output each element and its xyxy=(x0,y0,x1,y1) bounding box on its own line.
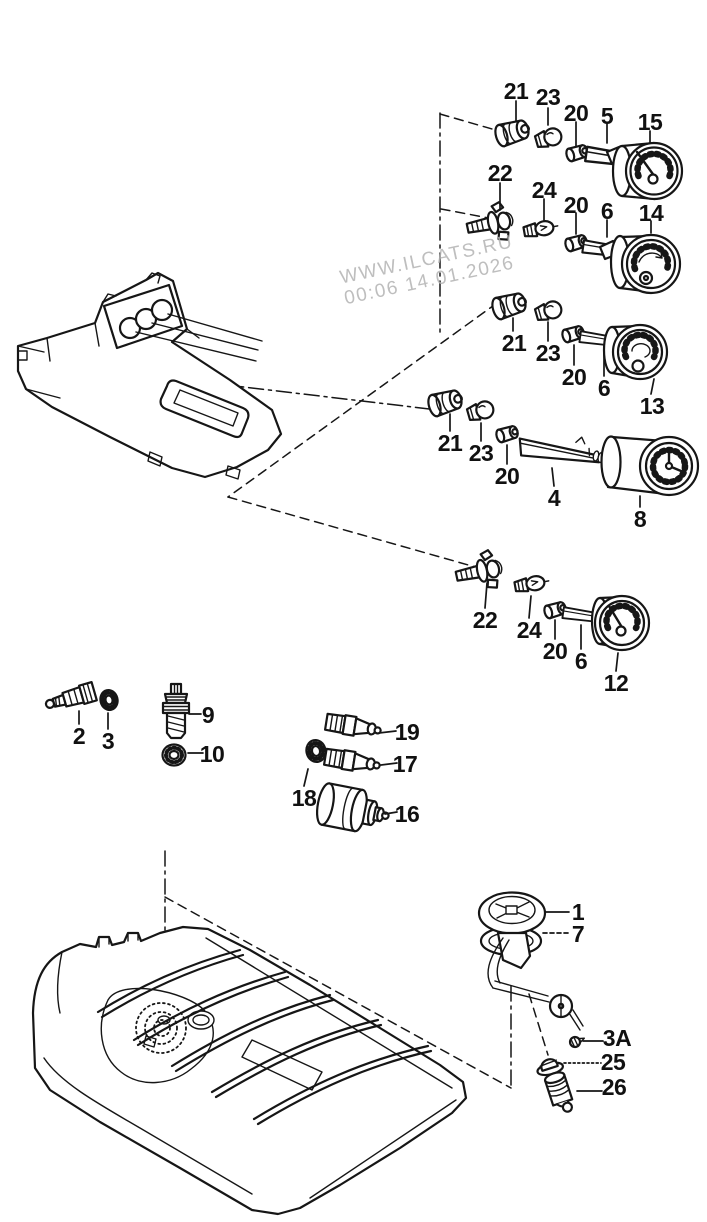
callout-12: 12 xyxy=(603,670,629,696)
callout-23: 23 xyxy=(535,340,561,366)
callout-18: 18 xyxy=(291,785,317,811)
callout-21: 21 xyxy=(501,330,527,356)
gauge-12 xyxy=(590,594,651,652)
switch-17 xyxy=(322,746,383,776)
callout-16: 16 xyxy=(394,801,420,827)
gauge-row-1 xyxy=(492,116,684,201)
filter-26 xyxy=(543,1071,574,1113)
seal-10 xyxy=(161,743,187,767)
callout-3A: 3A xyxy=(602,1025,632,1051)
callout-20: 20 xyxy=(563,100,589,126)
gauge-row-3 xyxy=(489,289,669,381)
callout-23: 23 xyxy=(535,84,561,110)
callout-22: 22 xyxy=(487,160,513,186)
callout-7: 7 xyxy=(571,921,585,947)
callout-1: 1 xyxy=(571,899,585,925)
callout-19: 19 xyxy=(394,719,420,745)
callout-20: 20 xyxy=(542,638,568,664)
screw-3a xyxy=(568,1035,585,1049)
callout-17: 17 xyxy=(392,751,418,777)
callout-20: 20 xyxy=(561,364,587,390)
callout-14: 14 xyxy=(638,200,664,226)
sender-9 xyxy=(161,682,191,740)
fuel-gauge-sender xyxy=(477,891,585,1113)
gauge-15 xyxy=(605,141,684,201)
callout-10: 10 xyxy=(199,741,225,767)
callout-20: 20 xyxy=(494,463,520,489)
gauge-14 xyxy=(598,233,682,295)
callout-20: 20 xyxy=(563,192,589,218)
sender-2 xyxy=(44,680,98,709)
callout-21: 21 xyxy=(437,430,463,456)
gauge-row-4 xyxy=(425,386,700,497)
callout-24: 24 xyxy=(516,617,542,643)
callout-21: 21 xyxy=(503,78,529,104)
fuel-tank xyxy=(31,925,468,1216)
gauge-8-clock xyxy=(600,435,700,497)
seal-3 xyxy=(99,688,119,712)
callout-8: 8 xyxy=(633,506,647,532)
center-console xyxy=(16,271,283,480)
gauge-row-2 xyxy=(462,199,682,295)
callout-24: 24 xyxy=(531,177,557,203)
callout-13: 13 xyxy=(639,393,665,419)
callout-25: 25 xyxy=(600,1049,626,1075)
callout-22: 22 xyxy=(472,607,498,633)
callout-6: 6 xyxy=(597,375,611,401)
callout-15: 15 xyxy=(637,109,663,135)
part-16 xyxy=(315,782,390,833)
seal-18 xyxy=(305,738,327,764)
gauge-row-5 xyxy=(451,547,651,652)
callout-26: 26 xyxy=(601,1074,627,1100)
tank-ribs xyxy=(96,948,433,1126)
callout-2: 2 xyxy=(72,723,86,749)
callout-6: 6 xyxy=(574,648,588,674)
callout-4: 4 xyxy=(547,485,561,511)
gauge-13 xyxy=(602,323,669,381)
callout-23: 23 xyxy=(468,440,494,466)
bracket-4 xyxy=(518,436,601,464)
callout-5: 5 xyxy=(600,103,614,129)
switch-19 xyxy=(323,711,384,741)
leader-lines xyxy=(78,100,655,1092)
callout-9: 9 xyxy=(201,702,215,728)
callout-6: 6 xyxy=(600,198,614,224)
callout-3: 3 xyxy=(101,728,115,754)
